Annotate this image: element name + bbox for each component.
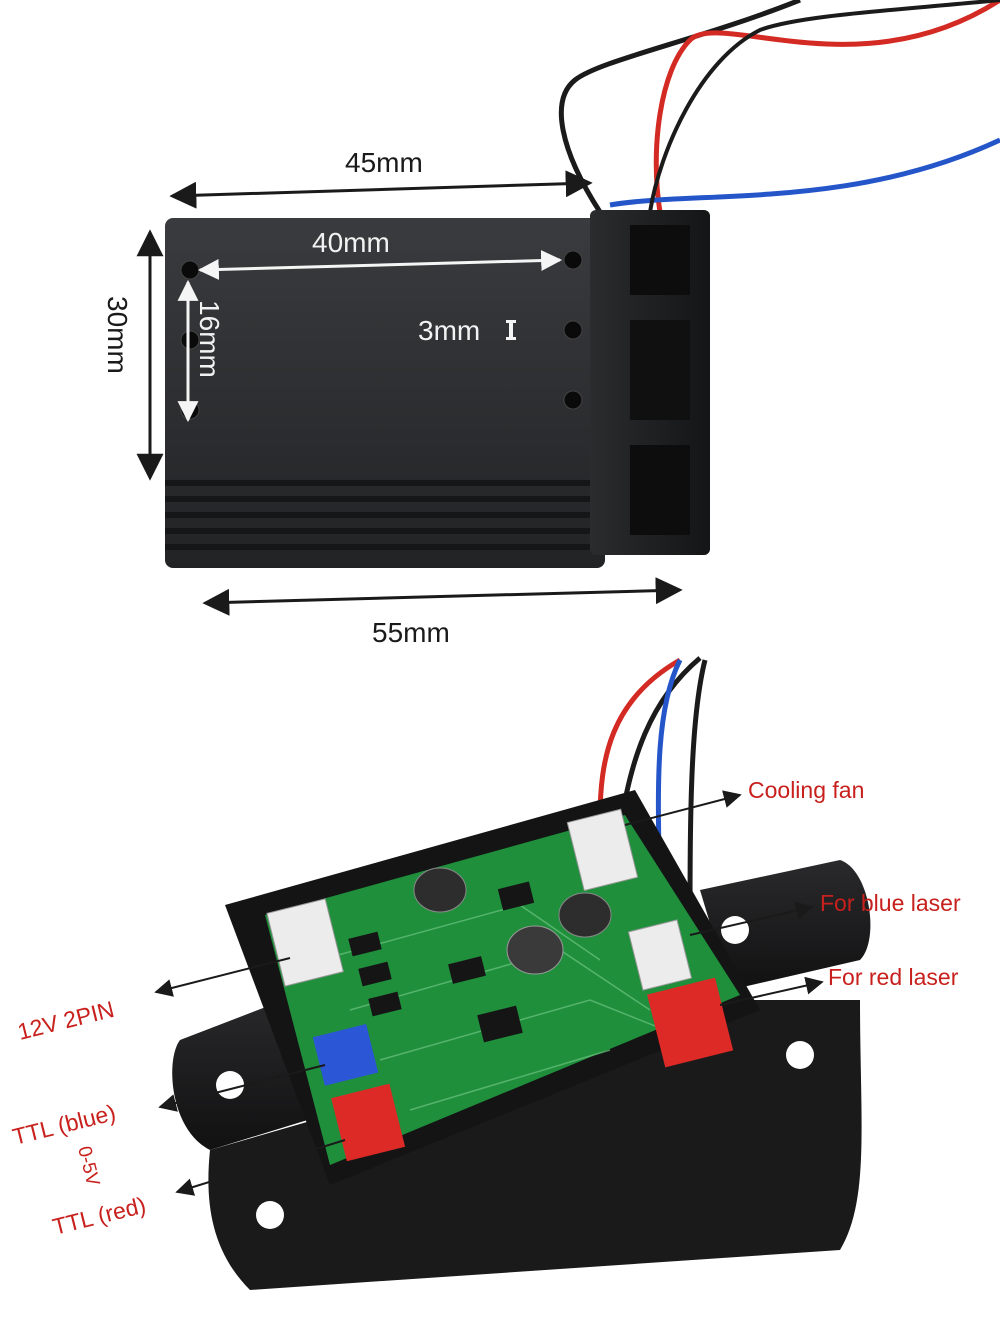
dim-45mm: 45mm [345,147,423,178]
dim-40mm: 40mm [312,227,390,258]
laser-module: 45mm 40mm 30mm 16mm 3mm 55mm [102,0,1000,648]
label-cooling-fan: Cooling fan [748,777,864,803]
label-blue-laser: For blue laser [820,890,961,916]
driver-board: Cooling fan For blue laser For red laser… [10,656,961,1290]
wire-red-bottom [597,657,682,821]
label-12v-2pin: 12V 2PIN [15,996,117,1045]
wire-red-top [653,0,1000,213]
flange-bottom [208,1000,862,1290]
arrow-40mm [197,250,563,280]
label-ttl-red: TTL (red) [50,1192,148,1240]
wire-blue-top [609,137,1000,208]
fan-connector [566,808,639,892]
pointer-red-laser [719,976,824,1006]
label-red-laser: For red laser [828,964,959,990]
dim-55mm: 55mm [372,617,450,648]
pcb [265,815,740,1165]
label-ttl-blue: TTL (blue) [10,1099,118,1150]
label-0-5v: 0-5V [73,1144,103,1188]
pointer-cooling-fan [624,790,742,826]
dim-30mm: 30mm [102,296,133,374]
blue-laser-connector [627,919,693,991]
capacitors [413,867,612,975]
wire-black-top-2 [648,0,1000,213]
mount-hole-marker [506,320,516,340]
pointer-blue-laser [689,901,814,936]
arrow-45mm [169,170,593,209]
ttl-red-connector [331,1083,406,1162]
flange-right [700,860,871,990]
ttl-blue-connector [312,1023,379,1086]
wire-black-top [558,0,801,214]
arrow-55mm [202,577,683,616]
dim-3mm: 3mm [418,315,480,346]
dim-16mm: 16mm [194,300,225,378]
pointer-12v [154,957,291,997]
power-connector [266,898,344,987]
pointer-ttl-blue [158,1064,326,1112]
red-laser-connector [647,977,734,1068]
chips [348,881,535,1043]
heatsink-fins [165,480,605,550]
pointer-ttl-red [175,1139,346,1196]
